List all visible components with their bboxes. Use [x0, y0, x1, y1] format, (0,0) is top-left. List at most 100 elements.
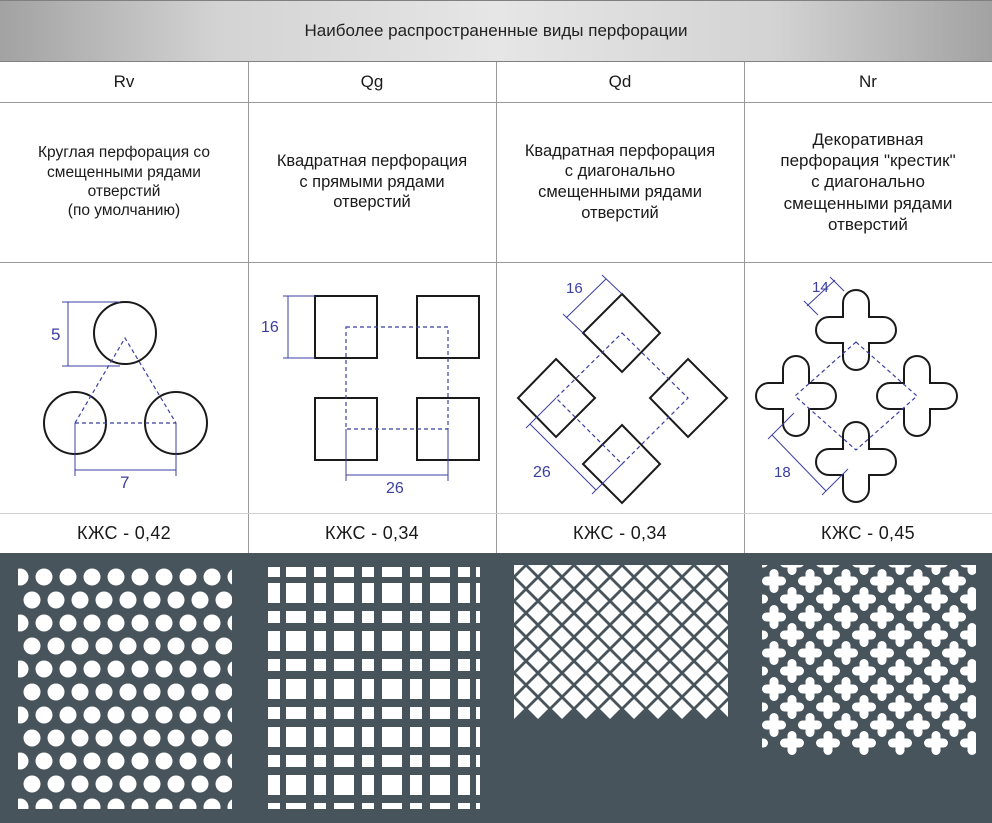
column-qd: Qd Квадратная перфорация с диагонально с… [496, 62, 744, 823]
diamond-hole [588, 615, 608, 635]
square-hole [458, 659, 470, 671]
diamond-hole [600, 603, 620, 623]
diamond-hole [576, 603, 596, 623]
diamond-hole [720, 565, 728, 573]
round-hole [227, 707, 232, 723]
round-hole [179, 706, 197, 724]
square-hole [410, 659, 422, 671]
square-sheet-sample [248, 553, 496, 823]
cross-hole [834, 569, 858, 593]
cross-hole [906, 605, 930, 629]
square-hole [334, 631, 354, 651]
diamond-hole [624, 627, 644, 647]
cross-hole [942, 677, 966, 701]
round-hole [215, 729, 232, 747]
square-hole [476, 583, 480, 603]
round-hole [227, 753, 232, 769]
square-hole [382, 567, 402, 577]
cross-hole [762, 666, 768, 676]
square-hole [268, 679, 280, 699]
square-hole [430, 583, 450, 603]
round-hole [191, 775, 209, 793]
diamond-hole [660, 591, 680, 611]
square-hole-icon: 16 26 [261, 295, 480, 497]
round-hole [71, 729, 89, 747]
round-hole [107, 706, 125, 724]
cross-hole [852, 623, 876, 647]
cross-hole [942, 569, 966, 593]
round-hole [143, 637, 161, 655]
square-hole [458, 567, 470, 577]
diamond-hole [684, 639, 704, 659]
type-description-text: Декоративная перфорация "крестик" с диаг… [780, 129, 956, 234]
diamond-hole [708, 591, 728, 611]
cross-hole-icon: 14 18 [755, 276, 958, 503]
square-hole [476, 727, 480, 747]
diamond-hole [696, 675, 716, 695]
square-hole [286, 631, 306, 651]
square-hole [476, 659, 480, 671]
diamond-sheet-pattern [496, 553, 744, 823]
round-hole [191, 637, 209, 655]
square-hole [430, 727, 450, 747]
round-hole [203, 752, 221, 770]
round-hole [83, 706, 101, 724]
round-hole [95, 591, 113, 609]
diamond-hole [684, 663, 704, 683]
diamond-hole [684, 687, 704, 707]
hole-size-dimension: 16 [261, 319, 279, 336]
diamond-hole [636, 687, 656, 707]
cross-hole [762, 738, 768, 748]
diamond-hole [720, 677, 728, 693]
round-hole [18, 660, 29, 678]
cross-hole [888, 565, 912, 575]
type-description: Круглая перфорация со смещенными рядами … [0, 102, 248, 263]
diamond-hole [648, 627, 668, 647]
open-area-ratio: КЖС - 0,34 [496, 513, 744, 553]
type-description: Декоративная перфорация "крестик" с диаг… [744, 102, 992, 263]
square-hole [314, 755, 326, 767]
round-hole-diagram: 5 7 [0, 263, 248, 513]
square-hole [314, 611, 326, 623]
type-description-text: Квадратная перфорация с диагонально смещ… [524, 141, 716, 222]
diamond-hole [720, 581, 728, 597]
round-hole [107, 660, 125, 678]
diamond-hole [624, 699, 644, 719]
round-hole [95, 775, 113, 793]
square-hole [314, 775, 326, 795]
cross-hole [762, 702, 768, 712]
cross-hole [816, 623, 840, 647]
round-hole [227, 615, 232, 631]
diamond-hole [576, 565, 596, 575]
cross-hole [960, 623, 976, 647]
round-hole [143, 683, 161, 701]
square-hole [476, 679, 480, 699]
round-hole [59, 568, 77, 586]
diamond-hole [648, 651, 668, 671]
diamond-hole [636, 615, 656, 635]
open-area-ratio: КЖС - 0,42 [0, 513, 248, 553]
round-hole [23, 683, 41, 701]
cross-hole [816, 731, 840, 755]
square-sheet-pattern [248, 553, 496, 823]
round-hole [155, 660, 173, 678]
diamond-hole [612, 567, 632, 587]
diamond-hole [648, 699, 668, 719]
cross-hole [870, 713, 894, 737]
round-hole [107, 614, 125, 632]
square-hole [268, 755, 280, 767]
square-hole [430, 803, 450, 809]
diamond-hole [540, 687, 560, 707]
cross-hole [870, 641, 894, 665]
cross-sheet-pattern [744, 553, 992, 823]
cross-hole [762, 677, 786, 701]
square-hole [334, 679, 354, 699]
diamond-hole [624, 603, 644, 623]
diamond-hole [588, 591, 608, 611]
diamond-hole [564, 615, 584, 635]
diamond-hole [540, 591, 560, 611]
diamond-hole [660, 567, 680, 587]
square-hole [476, 803, 480, 809]
cross-hole [924, 731, 948, 755]
diamond-hole [516, 639, 536, 659]
